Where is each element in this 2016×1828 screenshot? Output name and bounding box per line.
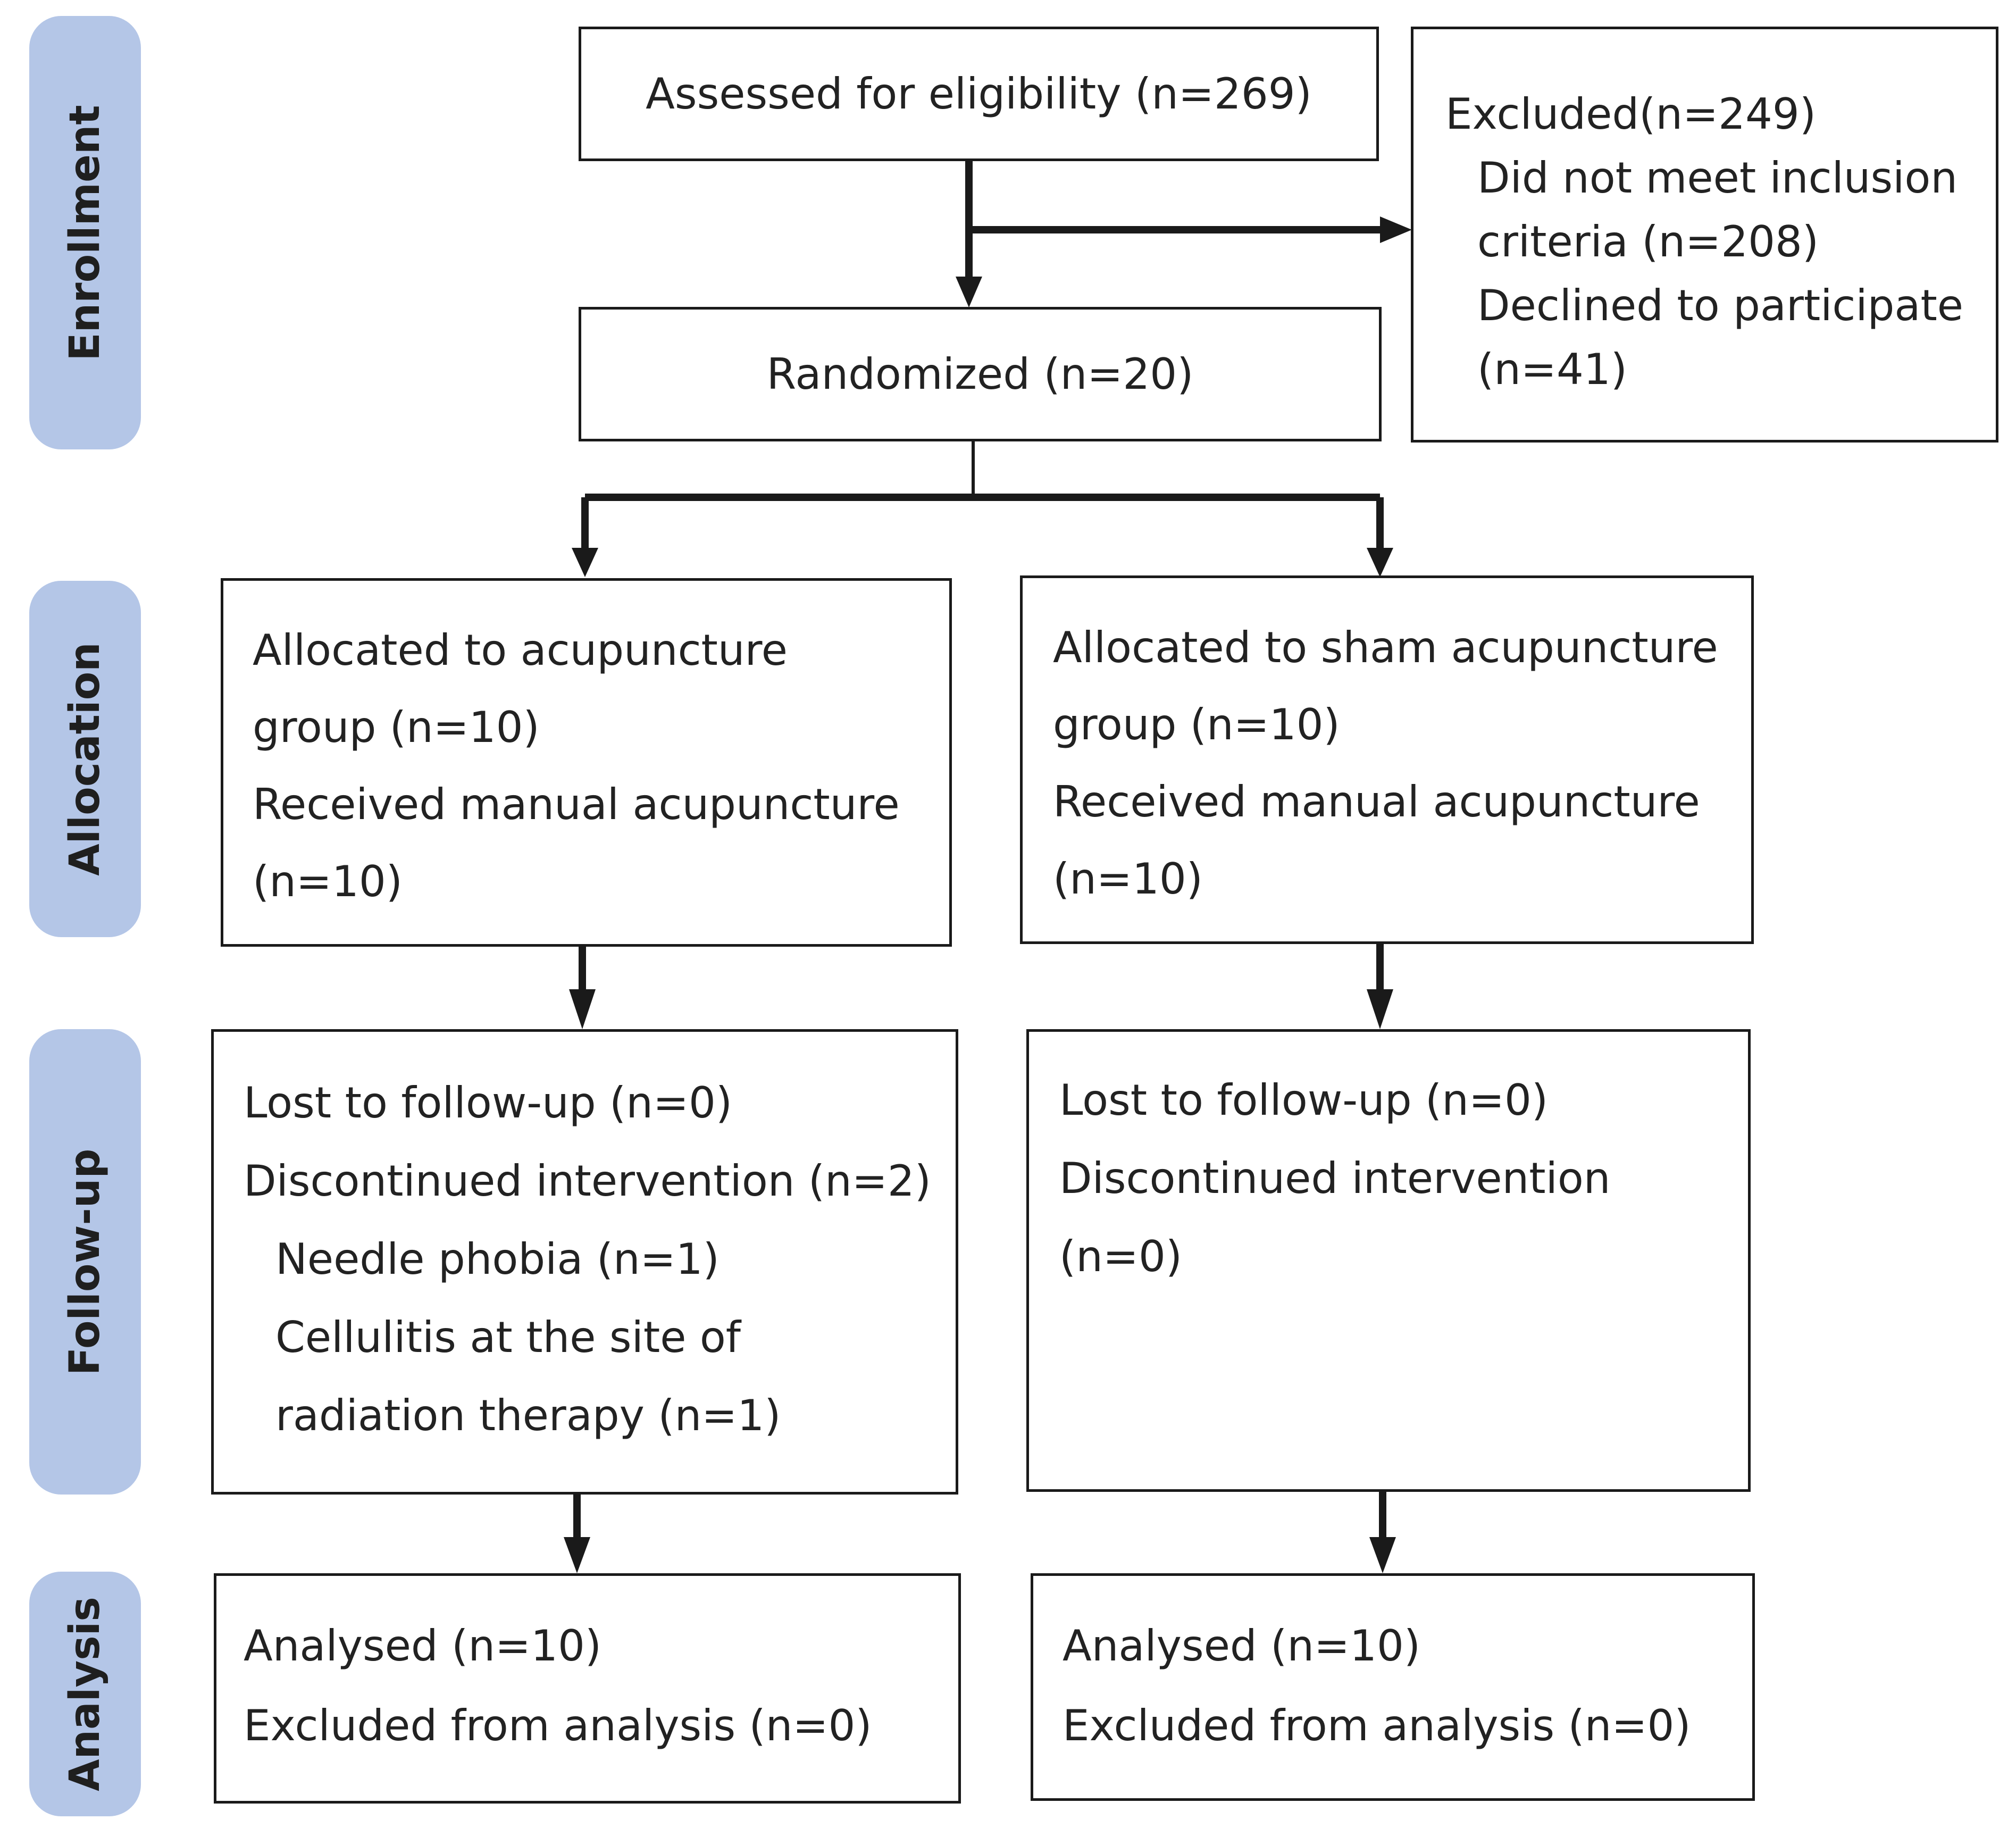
followup-left-cellulitis-cont: radiation therapy (n=1) [275, 1391, 781, 1440]
analysis-left-excluded: Excluded from analysis (n=0) [244, 1701, 872, 1750]
arrow-alloc-left-to-followup [569, 989, 596, 1029]
randomized-box: Randomized (n=20) [579, 307, 1382, 441]
arrow-followup-left-to-analysis [564, 1537, 590, 1573]
followup-left-discontinued: Discontinued intervention (n=2) [244, 1156, 931, 1206]
allocation-left-group-n: group (n=10) [253, 703, 540, 752]
phase-enrollment: Enrollment [29, 16, 141, 449]
followup-left-needle-phobia: Needle phobia (n=1) [275, 1234, 720, 1284]
followup-left-cellulitis: Cellulitis at the site of [275, 1313, 741, 1362]
followup-right-discontinued: Discontinued intervention [1059, 1154, 1611, 1203]
phase-followup: Follow-up [29, 1029, 141, 1495]
excluded-reason-2-cont: (n=41) [1477, 345, 1627, 394]
allocation-left-received-n: (n=10) [253, 857, 403, 906]
arrow-split-left [572, 548, 598, 577]
followup-right-box [1026, 1029, 1751, 1492]
analysis-right-analysed: Analysed (n=10) [1063, 1621, 1421, 1671]
analysis-right-text: Analysed (n=10) Excluded from analysis (… [1063, 1606, 1691, 1766]
followup-left-box [211, 1029, 958, 1495]
allocation-left-group: Allocated to acupuncture [253, 625, 788, 675]
excluded-box: Excluded(n=249) Did not meet inclusion c… [1411, 27, 1998, 443]
analysis-left-box [214, 1573, 961, 1804]
followup-right-text: Lost to follow-up (n=0) Discontinued int… [1059, 1061, 1610, 1296]
allocation-right-received-n: (n=10) [1053, 854, 1203, 904]
excluded-reason-2: Declined to participate [1477, 281, 1964, 330]
arrow-followup-right-to-analysis [1369, 1537, 1396, 1573]
arrow-assessed-to-randomized [956, 277, 982, 307]
excluded-reason-1: Did not meet inclusion [1477, 153, 1958, 203]
allocation-left-box [221, 578, 952, 947]
analysis-right-excluded: Excluded from analysis (n=0) [1063, 1701, 1691, 1750]
allocation-right-text: Allocated to sham acupuncture group (n=1… [1053, 609, 1718, 917]
analysis-right-box [1031, 1573, 1755, 1801]
followup-left-lost: Lost to follow-up (n=0) [244, 1078, 733, 1128]
analysis-left-text: Analysed (n=10) Excluded from analysis (… [244, 1606, 872, 1766]
phase-allocation: Allocation [29, 581, 141, 937]
followup-left-text: Lost to follow-up (n=0) Discontinued int… [244, 1064, 931, 1455]
assessed-box: Assessed for eligibility (n=269) [579, 27, 1379, 161]
assessed-text: Assessed for eligibility (n=269) [646, 69, 1312, 119]
phase-analysis: Analysis [29, 1572, 141, 1816]
allocation-right-group-n: group (n=10) [1053, 700, 1340, 749]
allocation-right-group: Allocated to sham acupuncture [1053, 623, 1718, 672]
arrow-alloc-right-to-followup [1367, 989, 1393, 1029]
arrow-to-excluded [1380, 216, 1412, 243]
allocation-right-box [1020, 575, 1754, 944]
analysis-left-analysed: Analysed (n=10) [244, 1621, 602, 1671]
randomized-text: Randomized (n=20) [766, 349, 1194, 399]
excluded-title: Excluded(n=249) [1445, 89, 1817, 139]
excluded-reason-1-cont: criteria (n=208) [1477, 217, 1819, 266]
allocation-right-received: Received manual acupuncture [1053, 777, 1700, 827]
arrow-split-right [1367, 548, 1393, 577]
followup-right-discontinued-n: (n=0) [1059, 1232, 1183, 1281]
allocation-left-received: Received manual acupuncture [253, 780, 900, 829]
followup-right-lost: Lost to follow-up (n=0) [1059, 1075, 1549, 1125]
allocation-left-text: Allocated to acupuncture group (n=10) Re… [253, 612, 900, 920]
